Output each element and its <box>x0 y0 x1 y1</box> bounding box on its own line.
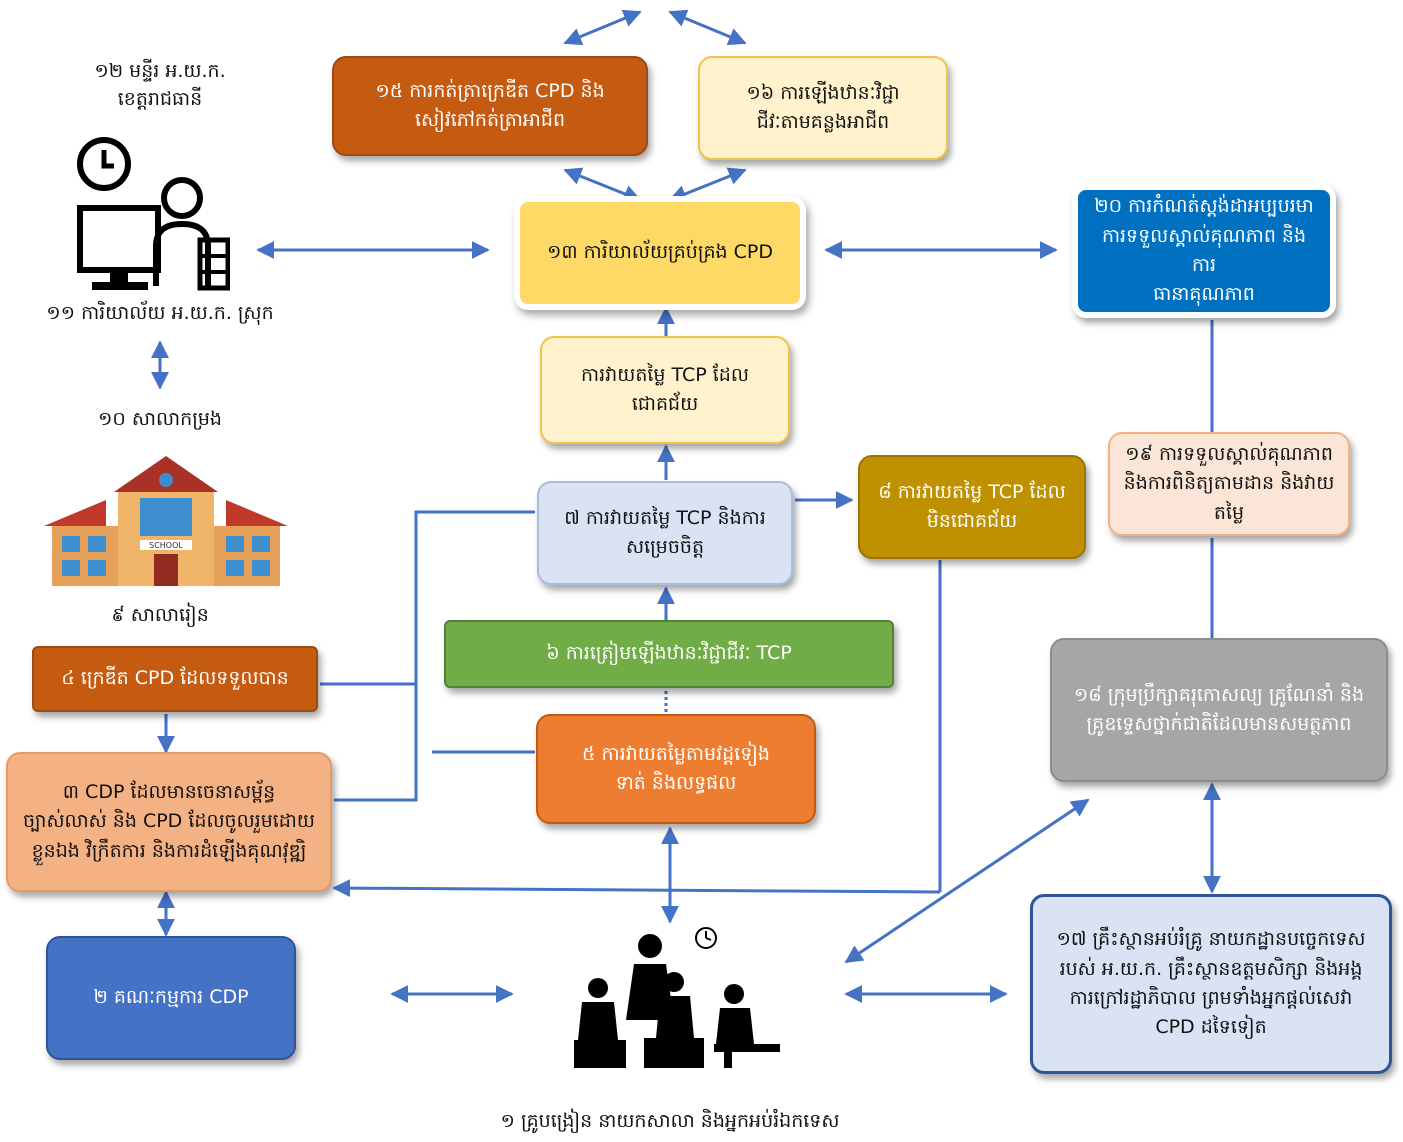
node-16-box: ១៦ ការឡើងឋានៈវិជ្ជា ជីវៈតាមគន្លងអាជីព <box>698 56 948 160</box>
arrow-15-up <box>563 9 642 46</box>
node-3-box: ៣ CDP ដែលមានចេនាសម្ព័ន្ធ ច្បាស់លាស់ និង … <box>6 752 332 892</box>
node-10-label: ១០ សាលាកម្រង <box>98 408 222 430</box>
school-building-icon: SCHOOL <box>44 456 288 586</box>
connector-7-3 <box>334 510 535 802</box>
arrow-15-13 <box>563 167 642 203</box>
node-1-label: ១ គ្រូបង្រៀន នាយកសាលា និងអ្នកអប់រំឯកទេស <box>500 1110 840 1132</box>
node-20-box: ២០ ការកំណត់ស្តង់ដាអប្បបរមា ការទទួលស្គាល់… <box>1072 184 1336 318</box>
node-6-box: ៦ ការត្រៀមឡើងឋានៈវិជ្ជាជីវៈ TCP <box>444 620 894 688</box>
arrow-16-up <box>668 9 747 46</box>
node-2-box: ២ គណៈកម្មការ CDP <box>46 936 296 1060</box>
arrow-8-3 <box>332 879 941 898</box>
node-4-box: ៤ ក្រេឌីត CPD ដែលទទួលបាន <box>32 646 318 712</box>
node-13-box: ១៣ ការិយាល័យគ្រប់គ្រង CPD <box>514 196 806 310</box>
arrow-16-13 <box>668 167 747 203</box>
node-8-box: ៨ ការវាយតម្លៃ TCP ដែល មិនជោគជ័យ <box>858 455 1086 559</box>
node-14-box: ការវាយតម្លៃ TCP ដែល ជោគជ័យ <box>540 336 790 444</box>
node-18-box: ១៨ ក្រុមប្រឹក្សាគរុកោសល្យ គ្រូណែនាំ និង … <box>1050 638 1388 782</box>
node-9-label: ៩ សាលារៀន <box>111 604 209 626</box>
office-worker-icon <box>77 137 230 291</box>
node-12-label: ១២ មន្ទីរ អ.យ.ក. ខេត្តរាជធានី <box>94 60 226 110</box>
node-11-label: ១១ ការិយាល័យ អ.យ.ក. ស្រុក <box>46 302 274 324</box>
arrow-1-18 <box>844 798 1090 964</box>
teachers-classroom-icon <box>574 927 780 1068</box>
node-15-box: ១៥ ការកត់ត្រាក្រេឌីត CPD និង សៀវភៅកត់ត្រ… <box>332 56 648 156</box>
svg-text:SCHOOL: SCHOOL <box>149 541 183 550</box>
node-5-box: ៥ ការវាយតម្លៃតាមវដ្តទៀង ទាត់ និងលទ្ធផល <box>536 714 816 824</box>
node-17-box: ១៧ គ្រឹះស្ថានអប់រំគ្រូ នាយកដ្ឋានបច្ចេកទេ… <box>1030 894 1392 1074</box>
node-7-box: ៧ ការវាយតម្លៃ TCP និងការ សម្រេចចិត្ត <box>537 481 793 585</box>
node-19-box: ១៩ ការទទួលស្គាល់គុណភាព និងការពិនិត្យតាមដ… <box>1108 432 1350 536</box>
